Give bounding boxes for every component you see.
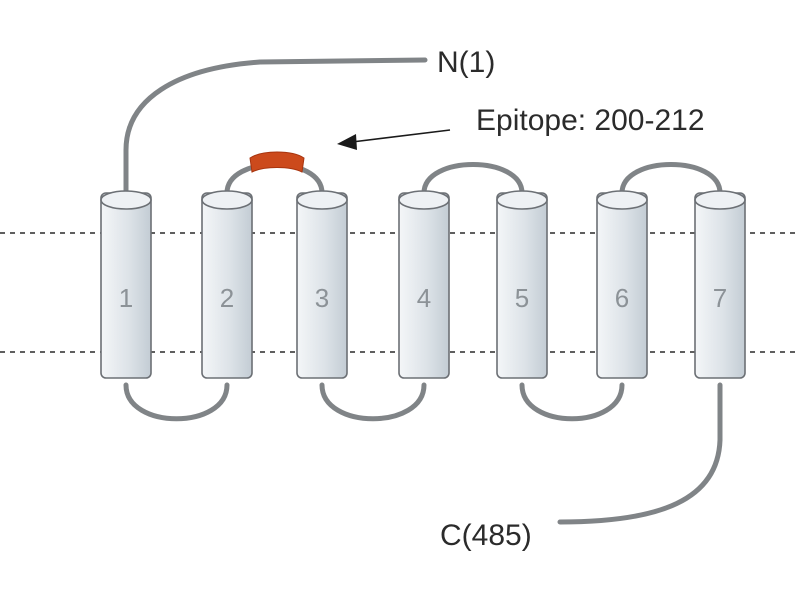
- helix-2: 2: [201, 190, 253, 379]
- helix-3: 3: [296, 190, 348, 379]
- helix-4: 4: [398, 190, 450, 379]
- c-terminal-tail: [557, 382, 723, 525]
- helix-5: 5: [496, 190, 548, 379]
- helix-number: 6: [615, 283, 629, 313]
- intracellular-loop-1: [123, 382, 230, 422]
- helix-number: 2: [220, 283, 234, 313]
- extracellular-loop-3: [619, 162, 723, 196]
- c-terminus-label: C(485): [440, 519, 532, 552]
- helix-7: 7: [694, 190, 746, 379]
- extracellular-loop-2: [421, 162, 525, 196]
- helix-6: 6: [596, 190, 648, 379]
- intracellular-loop-2: [319, 382, 427, 422]
- helix-1: 1: [100, 190, 152, 379]
- n-terminal-tail: [123, 57, 428, 196]
- helix-number: 3: [315, 283, 329, 313]
- epitope-label: Epitope: 200-212: [476, 104, 705, 137]
- epitope-arrow: [337, 129, 451, 150]
- helix-number: 7: [713, 283, 727, 313]
- extracellular-loop-1: [224, 162, 325, 196]
- epitope-marker: [249, 151, 305, 173]
- helix-number: 4: [417, 283, 431, 313]
- intracellular-loop-3: [519, 382, 625, 422]
- helix-number: 5: [515, 283, 529, 313]
- helix-number: 1: [119, 283, 133, 313]
- n-terminus-label: N(1): [437, 46, 495, 79]
